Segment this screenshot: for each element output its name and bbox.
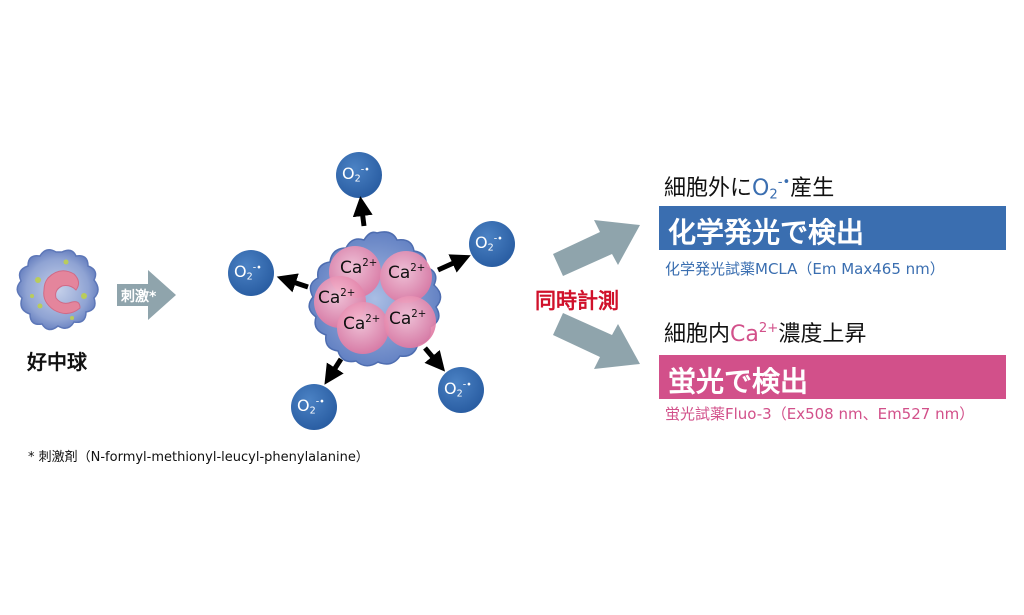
calcium-label: Ca2+ [389, 308, 427, 329]
superoxide-circle [438, 367, 484, 413]
neutrophil-cell [16, 249, 99, 331]
chemiluminescence-reagent-note: 化学発光試薬MCLA（Em Max465 nm） [665, 260, 945, 278]
calcium-label: Ca2+ [318, 287, 356, 308]
intracellular-heading: 細胞内Ca2+濃度上昇 [664, 320, 867, 347]
calcium-blob [384, 296, 436, 348]
release-arrow [276, 273, 309, 293]
granule [70, 316, 74, 320]
neutrophil-label: 好中球 [27, 350, 87, 374]
stimulus-arrow [117, 270, 176, 320]
granule [35, 277, 41, 283]
release-arrow [423, 346, 446, 372]
release-arrow [324, 357, 344, 385]
fluorescence-banner: 蛍光で検出 [668, 365, 809, 398]
calcium-label: Ca2+ [343, 313, 381, 334]
stimulated-cell [308, 231, 442, 367]
granule [81, 293, 87, 299]
superoxide-circle [336, 152, 382, 198]
calcium-label: Ca2+ [340, 257, 378, 278]
neutrophil-nucleus [43, 270, 81, 314]
granule [63, 259, 69, 265]
superoxide-label: O2-• [475, 233, 503, 254]
granule [30, 294, 34, 298]
superoxide-label: O2-• [297, 396, 325, 417]
release-arrow [352, 196, 373, 227]
fluorescence-reagent-note: 蛍光試薬Fluo-3（Ex508 nm、Em527 nm） [665, 405, 975, 423]
calcium-blob [380, 251, 432, 303]
fluorescence-banner-bg [659, 355, 1006, 399]
simultaneous-measurement-label: 同時計測 [535, 289, 619, 313]
superoxide-circle [469, 221, 515, 267]
chemiluminescence-banner-bg [659, 206, 1006, 250]
superoxide-label: O2-• [342, 164, 370, 185]
superoxide-label: O2-• [444, 379, 472, 400]
superoxide-circle [291, 384, 337, 430]
extracellular-heading: 細胞外にO2-•産生 [664, 174, 835, 203]
calcium-label: Ca2+ [388, 262, 426, 283]
measurement-arrow-up [553, 220, 640, 276]
footnote: * 刺激剤（N-formyl-methionyl-leucyl-phenylal… [28, 450, 369, 465]
superoxide-circle [228, 250, 274, 296]
chemiluminescence-banner: 化学発光で検出 [668, 216, 865, 249]
measurement-arrow-down [553, 313, 640, 369]
superoxide-label: O2-• [234, 262, 262, 283]
release-arrow [436, 254, 471, 273]
calcium-blob [337, 302, 389, 354]
granule [37, 303, 43, 309]
stimulus-label: 刺激* [121, 289, 157, 305]
